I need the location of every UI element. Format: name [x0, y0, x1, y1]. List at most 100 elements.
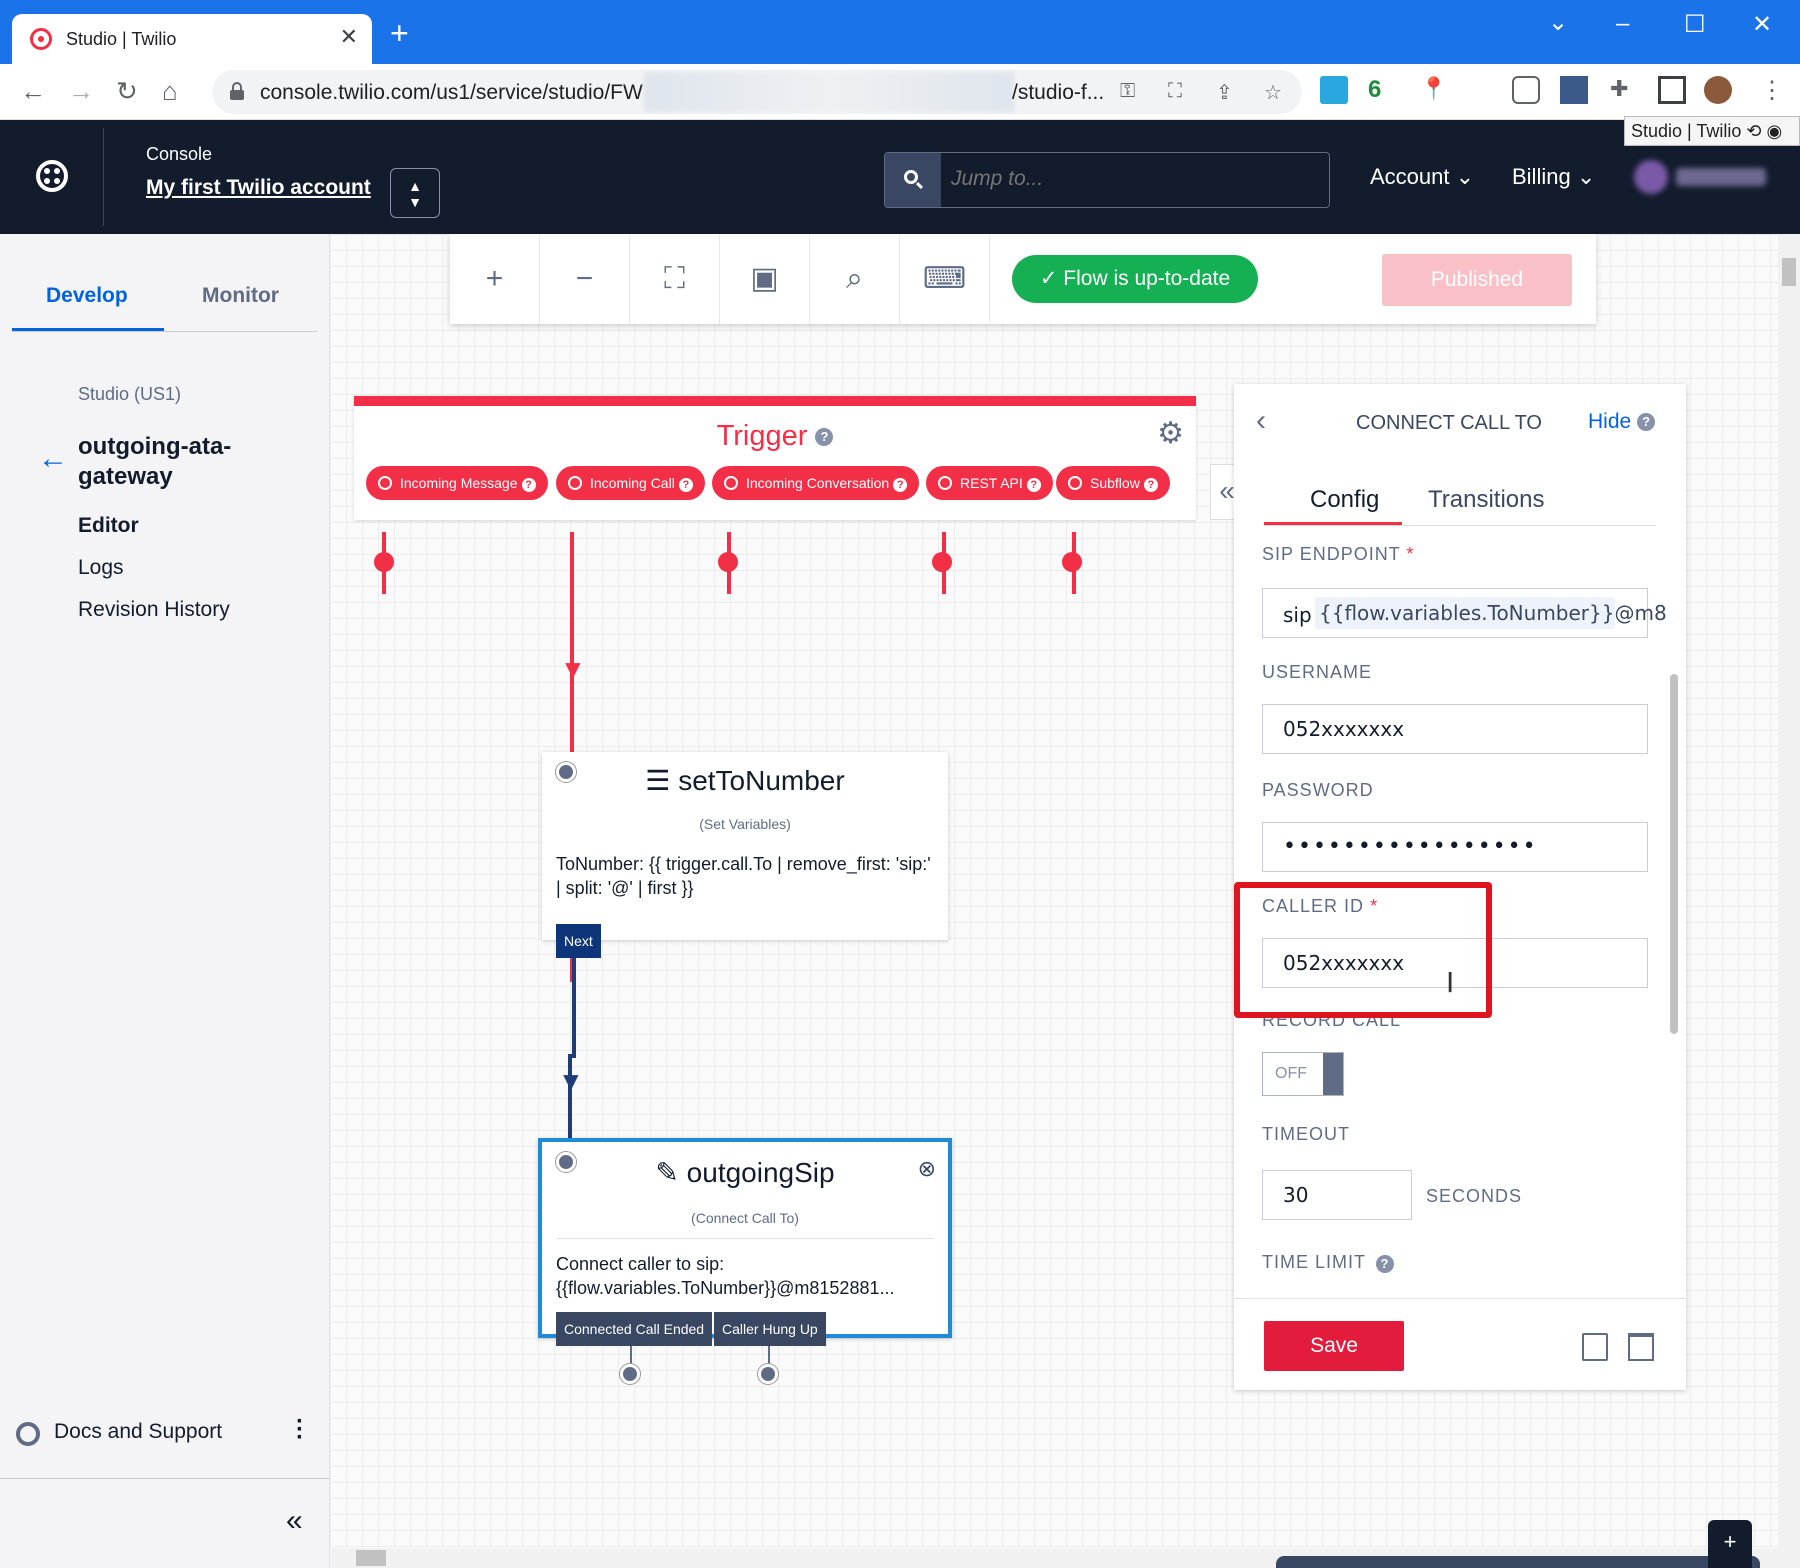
connector-dot[interactable]	[718, 552, 738, 572]
trigger-subflow[interactable]: Subflow?	[1056, 466, 1170, 500]
template-icon[interactable]: ▣	[720, 234, 810, 324]
twilio-logo-icon[interactable]	[36, 160, 68, 192]
help-icon: ?	[1143, 478, 1158, 492]
help-icon[interactable]: ?	[815, 428, 834, 447]
more-options-icon[interactable]: ···	[296, 1408, 304, 1451]
wire-next	[568, 1054, 572, 1154]
trigger-incoming-conversation[interactable]: Incoming Conversation?	[712, 466, 920, 500]
tooltip: Studio | Twilio ⟲ ◉	[1624, 116, 1800, 146]
jump-to-search[interactable]	[884, 152, 1330, 208]
connector-dot[interactable]	[1062, 552, 1082, 572]
output-connector[interactable]	[620, 1364, 640, 1384]
panel-scrollbar[interactable]	[1670, 674, 1678, 1034]
input-connector[interactable]	[556, 1152, 576, 1172]
tab-develop[interactable]: Develop	[46, 284, 128, 307]
extension-icon[interactable]	[1320, 76, 1348, 104]
duplicate-icon[interactable]	[1582, 1333, 1608, 1361]
sidebar-item-revision-history[interactable]: Revision History	[78, 598, 230, 621]
password-field[interactable]: •••••••••••••••••	[1262, 822, 1648, 872]
tab-search-icon[interactable]: ⌄	[1548, 9, 1569, 36]
close-widget-icon[interactable]: ⊗	[917, 1156, 936, 1181]
tab-monitor[interactable]: Monitor	[202, 284, 279, 307]
trash-icon[interactable]	[1628, 1333, 1654, 1361]
trigger-incoming-call[interactable]: Incoming Call?	[556, 466, 705, 500]
account-name-link[interactable]: My first Twilio account	[146, 176, 371, 199]
account-switcher-button[interactable]: ▲▼	[390, 168, 440, 218]
trigger-incoming-message[interactable]: Incoming Message?	[366, 466, 548, 500]
profile-avatar[interactable]	[1704, 76, 1732, 104]
add-widget-button[interactable]: +	[1708, 1520, 1752, 1568]
extensions-puzzle-icon[interactable]: ✚	[1610, 76, 1629, 101]
share-icon[interactable]: ⇪	[1216, 82, 1233, 104]
sip-endpoint-field[interactable]: sip {{flow.variables.ToNumber}}@m8	[1262, 588, 1667, 638]
port-next[interactable]: Next	[556, 924, 601, 958]
record-call-toggle[interactable]: OFF	[1262, 1052, 1344, 1096]
extension-chat-icon[interactable]	[1512, 76, 1540, 104]
back-arrow-icon[interactable]: ←	[38, 442, 68, 475]
outgoing-sip-widget[interactable]: ✎ outgoingSip ⊗ (Connect Call To) Connec…	[538, 1138, 952, 1338]
tab-transitions[interactable]: Transitions	[1428, 486, 1545, 513]
new-tab-button[interactable]: +	[390, 15, 409, 51]
port-connected-call-ended[interactable]: Connected Call Ended	[556, 1312, 713, 1346]
connector-dot[interactable]	[932, 552, 952, 572]
close-window-icon[interactable]: ✕	[1752, 11, 1773, 38]
panel-back-icon[interactable]: ‹	[1256, 404, 1266, 437]
extension-badge-icon[interactable]: 6	[1368, 76, 1382, 103]
hide-panel-link[interactable]: Hide ?	[1588, 410, 1656, 434]
back-icon[interactable]: ←	[20, 76, 46, 106]
zoom-in-icon[interactable]: +	[450, 234, 540, 324]
caller-id-field[interactable]	[1262, 938, 1648, 988]
maximize-icon[interactable]: ☐	[1684, 11, 1706, 38]
forward-icon[interactable]: →	[68, 76, 94, 106]
help-icon: ?	[1026, 478, 1041, 492]
home-icon[interactable]: ⌂	[162, 76, 178, 106]
billing-menu[interactable]: Billing ⌄	[1512, 164, 1596, 189]
trigger-widget[interactable]: Trigger ? ⚙ Incoming Message? Incoming C…	[354, 396, 1196, 520]
account-menu[interactable]: Account ⌄	[1370, 164, 1475, 189]
publish-button[interactable]: Published	[1382, 254, 1572, 306]
location-pin-icon[interactable]: 📍	[1420, 76, 1448, 101]
key-icon[interactable]: ⚿	[1120, 80, 1136, 102]
translate-icon[interactable]: ⛶	[1168, 80, 1182, 102]
save-button[interactable]: Save	[1264, 1321, 1404, 1371]
address-bar[interactable]: console.twilio.com/us1/service/studio/FW…	[212, 70, 1302, 114]
docs-and-support-link[interactable]: Docs and Support	[54, 1420, 223, 1443]
collapse-sidebar-icon[interactable]: «	[286, 1504, 303, 1537]
trigger-rest-api[interactable]: REST API?	[926, 466, 1053, 500]
username-field[interactable]	[1262, 704, 1648, 754]
browser-menu-icon[interactable]: ⋮	[1760, 77, 1784, 104]
sidebar-item-logs[interactable]: Logs	[78, 556, 124, 579]
search-input[interactable]	[951, 167, 1311, 191]
sidebar-item-editor[interactable]: Editor	[78, 514, 139, 537]
input-connector[interactable]	[556, 762, 576, 782]
keyboard-shortcuts-icon[interactable]: ⌨	[900, 234, 990, 324]
search-icon[interactable]	[885, 153, 941, 207]
bookmark-star-icon[interactable]: ☆	[1264, 82, 1282, 104]
tab-close-icon[interactable]: ✕	[339, 24, 358, 49]
set-to-number-widget[interactable]: ☰ setToNumber (Set Variables) ToNumber: …	[542, 752, 948, 958]
page-vertical-scrollbar[interactable]	[1778, 234, 1800, 1568]
gear-icon[interactable]: ⚙	[1157, 417, 1184, 450]
reload-icon[interactable]: ↻	[116, 76, 138, 106]
scrollbar-thumb[interactable]	[1782, 258, 1796, 286]
scrollbar-thumb[interactable]	[356, 1550, 386, 1566]
flow-canvas[interactable]: + − ⛶ ▣ ⌕ ⌨ ✓ Flow is up-to-date Publish…	[330, 234, 1778, 1548]
fit-screen-icon[interactable]: ⛶	[630, 234, 720, 324]
twilio-favicon-icon	[30, 28, 52, 50]
port-caller-hung-up[interactable]: Caller Hung Up	[714, 1312, 826, 1346]
output-connector[interactable]	[758, 1364, 778, 1384]
tab-config[interactable]: Config	[1310, 486, 1380, 513]
timeout-field[interactable]	[1262, 1170, 1412, 1220]
zoom-out-icon[interactable]: −	[540, 234, 630, 324]
help-icon[interactable]: ?	[1376, 1255, 1394, 1273]
search-canvas-icon[interactable]: ⌕	[810, 234, 900, 324]
url-redacted	[644, 72, 1014, 112]
extension-flag-icon[interactable]	[1560, 76, 1588, 104]
browser-tab[interactable]: Studio | Twilio ✕	[12, 14, 372, 64]
side-panel-icon[interactable]	[1658, 76, 1686, 104]
flow-status-badge: ✓ Flow is up-to-date	[1012, 255, 1258, 303]
help-icon[interactable]: ?	[1637, 413, 1656, 432]
minimize-icon[interactable]: –	[1616, 10, 1630, 37]
user-menu-redacted[interactable]	[1634, 160, 1784, 194]
connector-dot[interactable]	[374, 552, 394, 572]
